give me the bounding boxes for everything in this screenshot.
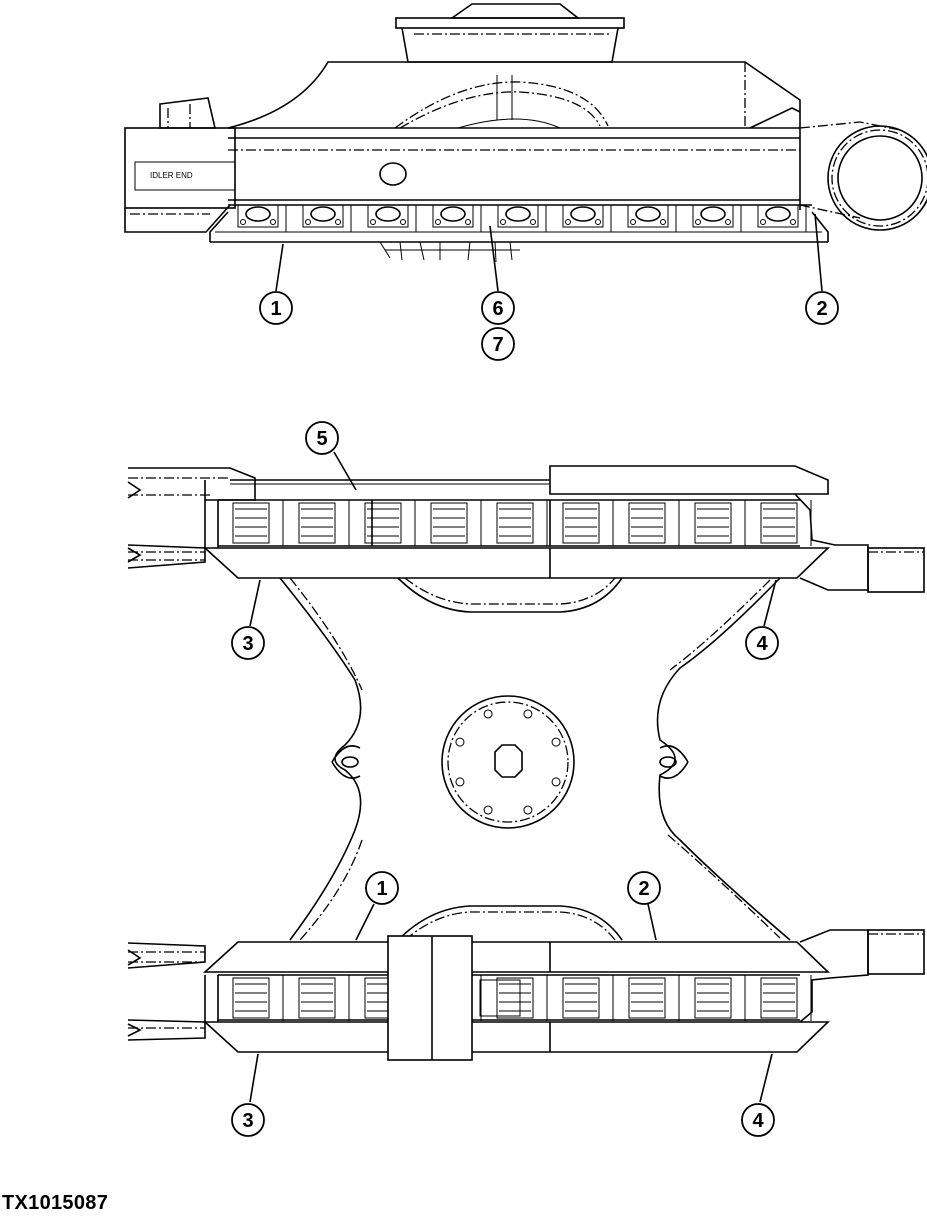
callout-side-7: 7 (481, 327, 515, 361)
svg-text:4: 4 (752, 1110, 764, 1132)
bearing-bolt (455, 777, 465, 787)
bearing-bolt (523, 709, 533, 719)
side-roller (497, 204, 547, 232)
callout-upper-4: 4 (745, 626, 779, 660)
bearing-bolt (523, 805, 533, 815)
top-view-upper-track (127, 465, 925, 593)
side-view-rollers (237, 204, 807, 232)
track-roller (496, 975, 548, 1021)
side-roller (432, 204, 482, 232)
side-roller (237, 204, 287, 232)
track-roller (562, 975, 614, 1021)
svg-text:3: 3 (242, 633, 253, 655)
bearing-bolt (455, 737, 465, 747)
svg-text:6: 6 (492, 298, 503, 320)
callout-side-1: 1 (259, 291, 293, 325)
callout-side-6: 6 (481, 291, 515, 325)
idler-end-label: IDLER END (150, 171, 193, 180)
track-roller (760, 500, 812, 546)
side-roller (627, 204, 677, 232)
callout-upper-3: 3 (231, 626, 265, 660)
track-roller (298, 500, 350, 546)
track-roller (298, 975, 350, 1021)
callout-lower-2: 2 (627, 871, 661, 905)
track-roller (628, 975, 680, 1021)
track-roller (232, 975, 284, 1021)
callout-side-2: 2 (805, 291, 839, 325)
lower-track-rollers (232, 975, 812, 1021)
track-roller (364, 500, 416, 546)
track-guard-block (387, 935, 521, 1061)
track-roller (232, 500, 284, 546)
swing-bearing-bolts (455, 709, 561, 815)
svg-text:4: 4 (756, 633, 768, 655)
side-roller (562, 204, 612, 232)
svg-text:2: 2 (816, 298, 827, 320)
svg-text:2: 2 (638, 878, 649, 900)
track-roller (562, 500, 614, 546)
callouts: 1 6 7 2 5 3 4 1 (231, 213, 839, 1137)
track-roller (694, 975, 746, 1021)
svg-text:5: 5 (316, 428, 327, 450)
callout-lower-3: 3 (231, 1103, 265, 1137)
track-roller (760, 975, 812, 1021)
svg-text:3: 3 (242, 1110, 253, 1132)
track-roller (496, 500, 548, 546)
figure-id: TX1015087 (2, 1192, 109, 1214)
svg-text:1: 1 (376, 878, 387, 900)
upper-track-rollers (232, 500, 812, 546)
bearing-bolt (483, 709, 493, 719)
callout-upper-5: 5 (305, 421, 339, 455)
svg-text:1: 1 (270, 298, 281, 320)
track-roller (430, 500, 482, 546)
side-roller (302, 204, 352, 232)
side-roller (692, 204, 742, 232)
side-roller (757, 204, 807, 232)
bearing-bolt (483, 805, 493, 815)
bearing-bolt (551, 737, 561, 747)
callout-lower-4: 4 (741, 1103, 775, 1137)
callout-lower-1: 1 (365, 871, 399, 905)
center-frame (279, 577, 791, 941)
top-view-lower-track (127, 929, 925, 1053)
track-roller (694, 500, 746, 546)
track-roller (628, 500, 680, 546)
svg-text:7: 7 (492, 334, 503, 356)
bearing-bolt (551, 777, 561, 787)
side-roller (367, 204, 417, 232)
